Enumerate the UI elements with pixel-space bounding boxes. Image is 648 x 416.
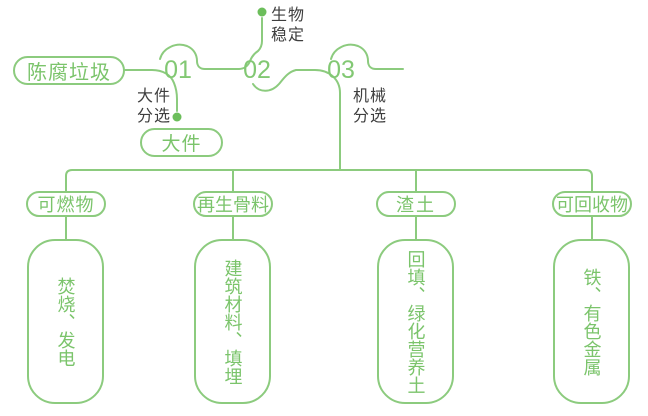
wire-source-to-bulky-drop bbox=[124, 69, 178, 112]
wire-arc-over-03 bbox=[330, 43, 404, 70]
label-mechanical-sorting: 机械分选 bbox=[353, 88, 388, 125]
node-recyclables: 可回收物 bbox=[552, 191, 632, 217]
recycled-aggregate-use-text: 建筑材料、填埋 bbox=[222, 258, 243, 385]
slag-soil-use-text: 回填、绿化营养土 bbox=[405, 249, 426, 394]
box-combustibles-use: 焚烧、发电 bbox=[27, 239, 104, 404]
dot-bulky-branch bbox=[172, 112, 182, 122]
wire-branch-up-02 bbox=[238, 17, 263, 70]
node-source: 陈腐垃圾 bbox=[13, 56, 125, 85]
label-bio-stabilization: 生物稳定 bbox=[271, 7, 306, 44]
box-slag-soil-use: 回填、绿化营养土 bbox=[377, 239, 454, 404]
node-slag-soil: 渣土 bbox=[376, 191, 456, 217]
node-combustibles: 可燃物 bbox=[26, 191, 106, 217]
box-recyclables-use: 铁、有色金属 bbox=[553, 239, 630, 404]
node-recycled-aggregate: 再生骨料 bbox=[193, 191, 273, 217]
wire-under-02-to-03-drop bbox=[252, 69, 341, 171]
label-bulky-sorting: 大件分选 bbox=[137, 88, 172, 125]
node-bulky-items: 大件 bbox=[140, 128, 223, 157]
wire-distribution-line bbox=[65, 169, 593, 192]
box-recycled-aggregate-use: 建筑材料、填埋 bbox=[194, 239, 271, 404]
dot-bio-branch bbox=[257, 7, 267, 17]
step-number-3: 03 bbox=[327, 56, 355, 84]
step-number-2: 02 bbox=[243, 56, 271, 84]
step-number-1: 01 bbox=[164, 56, 192, 84]
combustibles-use-text: 焚烧、发电 bbox=[55, 276, 76, 367]
wire-arc-over-01 bbox=[159, 43, 240, 70]
recyclables-use-text: 铁、有色金属 bbox=[581, 267, 602, 376]
